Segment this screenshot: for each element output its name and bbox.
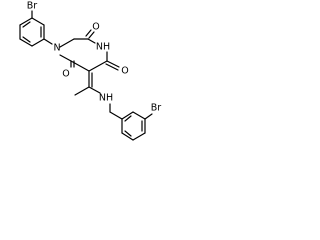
ring-nh-label: NH bbox=[96, 42, 110, 53]
oxygen-left-label: O bbox=[62, 69, 69, 80]
bromine-bottom-label: Br bbox=[151, 103, 162, 114]
bond-c-br-bottom bbox=[144, 113, 153, 120]
bromophenyl-ring-top bbox=[19, 17, 45, 47]
bond-aryl-n1 bbox=[43, 38, 53, 45]
bond-co-top-a bbox=[88, 31, 95, 39]
bromobenzyl-ring-bottom bbox=[109, 111, 146, 141]
oxygen-right-label: O bbox=[121, 66, 128, 77]
bond-methyl bbox=[74, 86, 90, 96]
bromine-top-label: Br bbox=[27, 1, 38, 12]
bond-co-right-a bbox=[106, 60, 120, 68]
oxygen-top-label: O bbox=[92, 22, 99, 33]
bond-co-right-b bbox=[105, 63, 119, 71]
bond-co-top-b bbox=[85, 29, 92, 37]
amine-nh-label: NH bbox=[99, 93, 113, 104]
nitrogen-n1-label: N bbox=[53, 43, 60, 54]
molecule-structure-diagram: Br N O NH O O NH Br bbox=[19, 1, 162, 141]
bond-c-nh bbox=[88, 86, 101, 94]
